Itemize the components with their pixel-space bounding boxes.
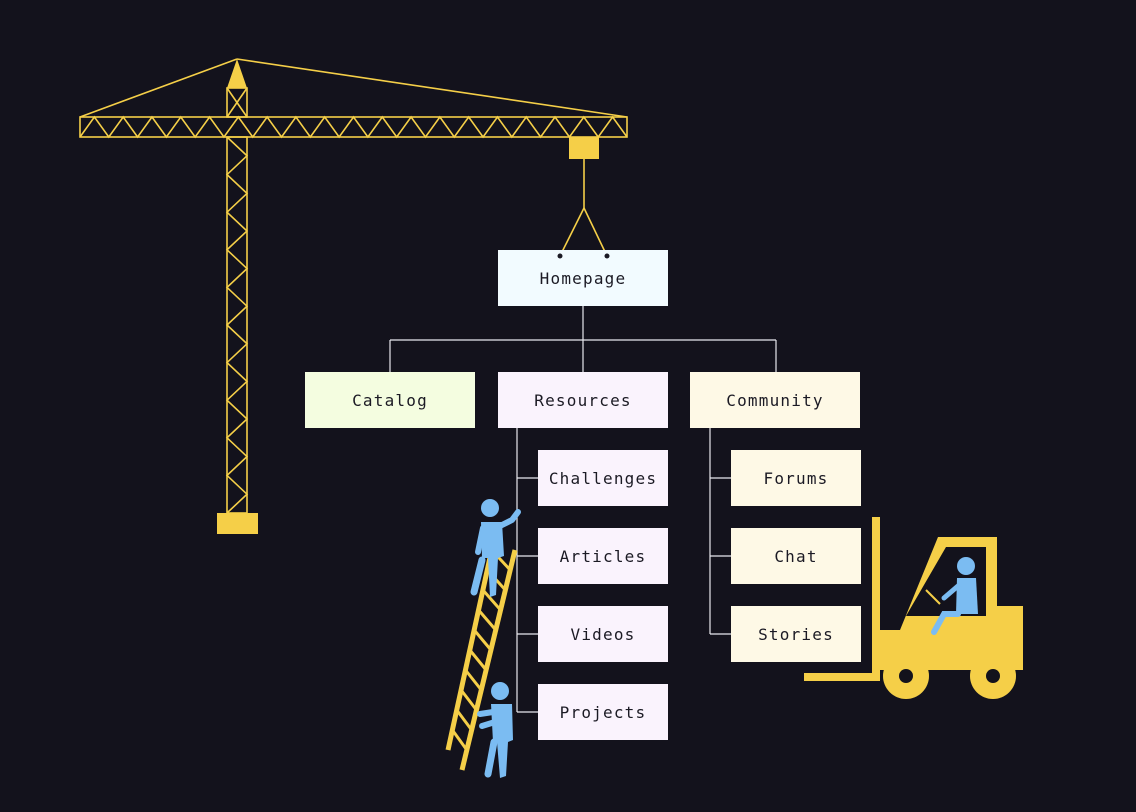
node-resources[interactable]: Resources: [498, 372, 668, 428]
tower-crane-icon: [79, 58, 628, 534]
node-articles[interactable]: Articles: [538, 528, 668, 584]
node-homepage[interactable]: Homepage: [498, 250, 668, 306]
worker-icon: [931, 557, 978, 635]
node-catalog[interactable]: Catalog: [305, 372, 475, 428]
node-challenges[interactable]: Challenges: [538, 450, 668, 506]
node-chat[interactable]: Chat: [731, 528, 861, 584]
node-projects[interactable]: Projects: [538, 684, 668, 740]
node-stories[interactable]: Stories: [731, 606, 861, 662]
worker-icon: [470, 499, 521, 597]
worker-icon: [477, 682, 513, 778]
forklift-icon: [804, 517, 1023, 699]
tree-connectors: [389, 306, 777, 713]
node-videos[interactable]: Videos: [538, 606, 668, 662]
node-forums[interactable]: Forums: [731, 450, 861, 506]
node-community[interactable]: Community: [690, 372, 860, 428]
